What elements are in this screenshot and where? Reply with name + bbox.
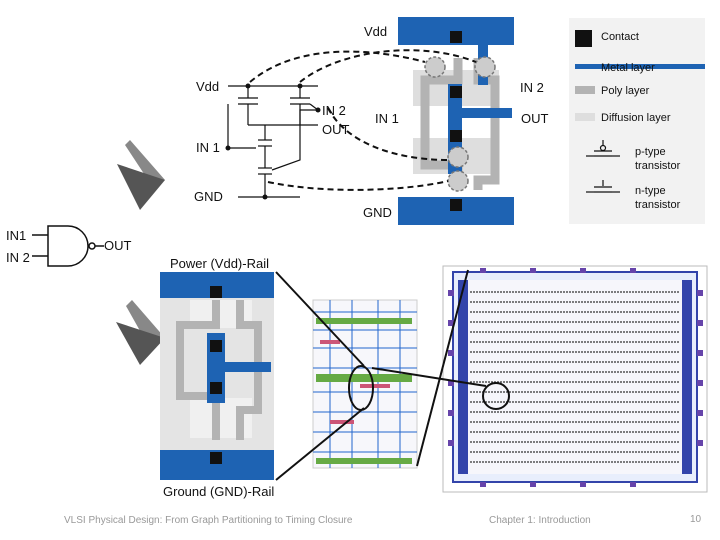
contact-gnd <box>450 199 462 211</box>
highlight-circle <box>424 56 446 78</box>
footer-chapter: Chapter 1: Introduction <box>489 515 591 526</box>
layout-in1-label: IN 1 <box>375 111 399 126</box>
out-metal-h <box>462 108 512 118</box>
metal-swatch <box>575 64 705 69</box>
schematic-in1-label: IN 1 <box>196 140 220 155</box>
layout-out-label: OUT <box>521 111 549 126</box>
zoom-connectors <box>275 269 510 481</box>
contact-swatch <box>575 30 592 47</box>
nand-cell-large <box>160 272 274 480</box>
footer-title: VLSI Physical Design: From Graph Partiti… <box>64 515 353 526</box>
zoomed-layout <box>312 299 418 469</box>
highlight-circle <box>474 56 496 78</box>
legend-diffusion-label: Diffusion layer <box>601 112 671 124</box>
gate-in1-label: IN1 <box>6 228 27 243</box>
nand-layout-top <box>249 17 514 225</box>
poly-swatch <box>575 86 595 94</box>
nand-gate-symbol <box>32 225 104 267</box>
legend-ntype-label: n-type transistor <box>635 185 681 211</box>
legend-contact-label: Contact <box>601 31 639 43</box>
p-transistor-symbol <box>586 140 620 157</box>
schematic-out-label: OUT <box>322 122 350 137</box>
contact-out <box>450 130 462 142</box>
schematic-gnd-label: GND <box>194 189 223 204</box>
schematic-in2-label: IN 2 <box>322 103 346 118</box>
legend-metal-label: Metal layer <box>601 62 655 74</box>
legend-ptype-label: p-type transistor <box>635 146 681 172</box>
contact-p <box>450 86 462 98</box>
diffusion-swatch <box>575 113 595 121</box>
arrow-3d <box>116 140 165 365</box>
n-transistor-symbol <box>586 180 620 193</box>
schematic-vdd-label: Vdd <box>196 79 220 94</box>
highlight-circle <box>447 146 469 168</box>
chip-layout <box>442 265 708 493</box>
legend-symbols <box>575 30 705 193</box>
contact-vdd <box>450 31 462 43</box>
gate-out-label: OUT <box>104 238 132 253</box>
highlight-circle <box>447 170 469 192</box>
gate-in2-label: IN 2 <box>6 250 30 265</box>
power-rail-label: Power (Vdd)-Rail <box>170 256 269 271</box>
ground-rail-label: Ground (GND)-Rail <box>163 484 275 499</box>
layout-in2-label: IN 2 <box>520 80 544 95</box>
page-number: 10 <box>690 514 702 525</box>
legend-poly-label: Poly layer <box>601 85 650 97</box>
nand-schematic <box>227 85 320 198</box>
layout-gnd-label: GND <box>363 205 392 220</box>
layout-vdd-label: Vdd <box>364 24 388 39</box>
